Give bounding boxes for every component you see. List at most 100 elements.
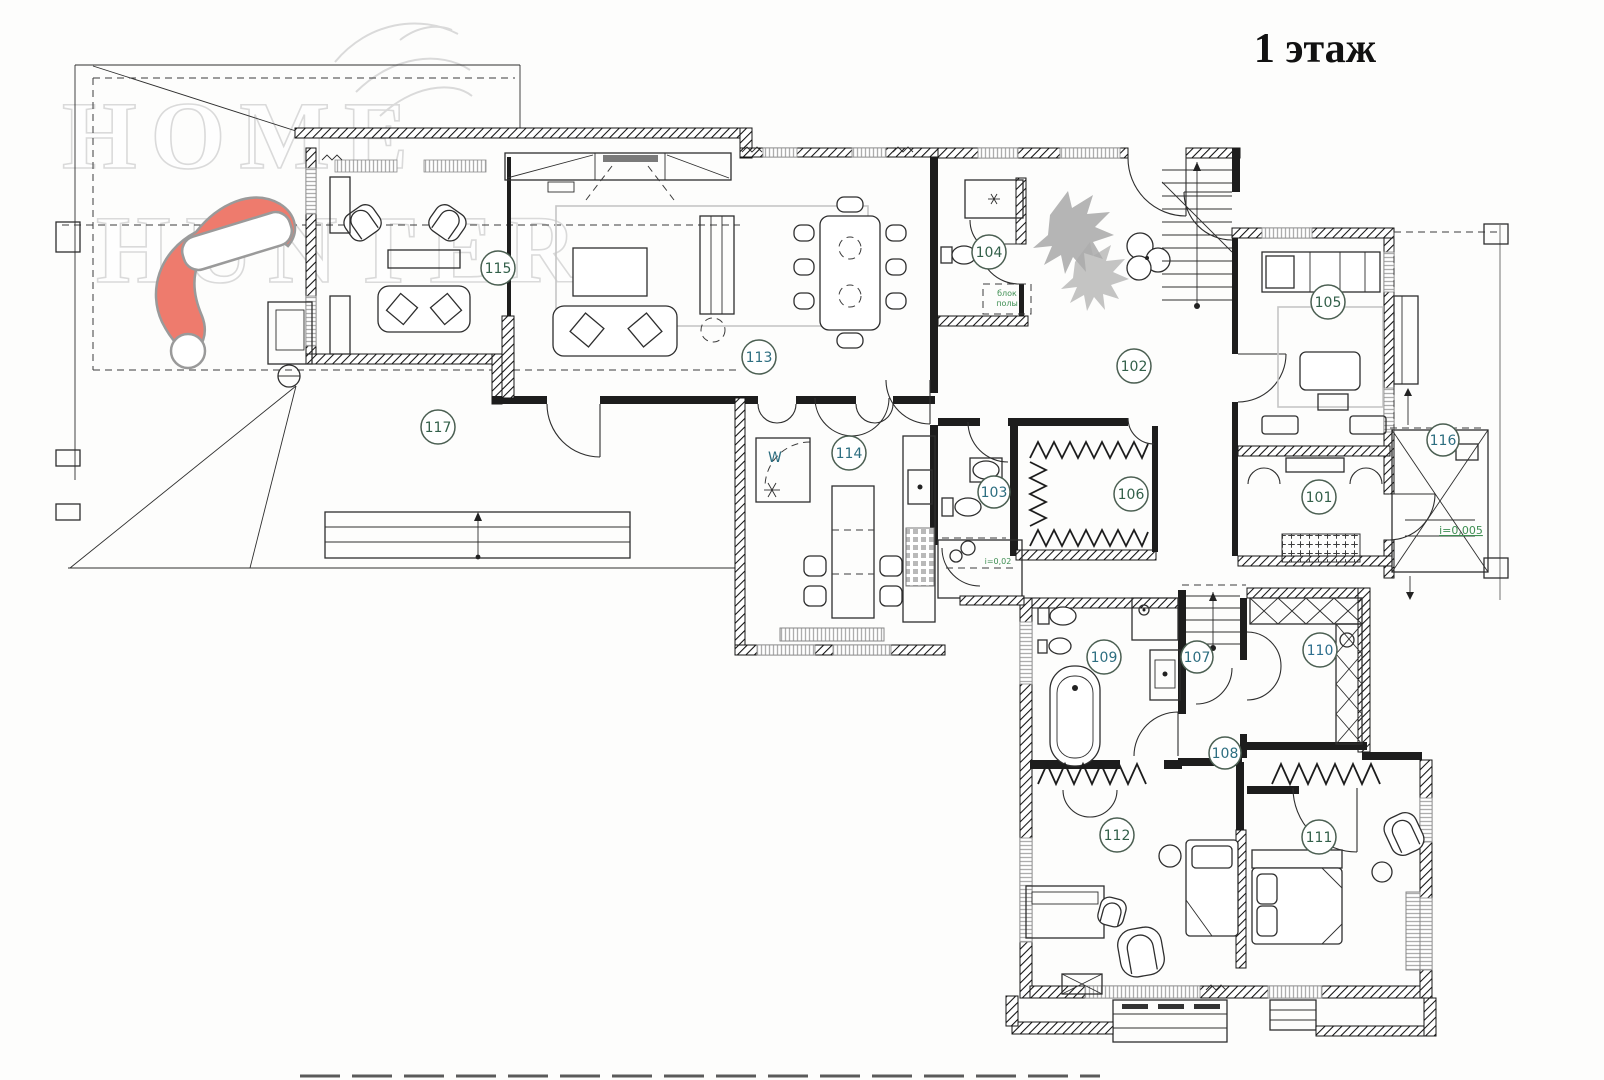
hall-102 bbox=[1033, 162, 1233, 311]
shelf bbox=[1285, 457, 1345, 473]
armchair bbox=[1383, 811, 1425, 857]
toilet bbox=[954, 497, 982, 517]
sofa bbox=[377, 285, 471, 333]
tv-bracket bbox=[603, 155, 658, 162]
wardrobe-106 bbox=[1027, 439, 1149, 549]
shelving-unit bbox=[699, 215, 735, 315]
squiggle-mark bbox=[741, 146, 763, 153]
slope-rear-label: i=0,02 bbox=[985, 557, 1012, 566]
toilet bbox=[1049, 606, 1077, 626]
wardrobe-bay bbox=[504, 152, 732, 201]
steps-arrow-icon bbox=[474, 512, 482, 521]
svg-text:112: 112 bbox=[1104, 828, 1131, 844]
room-label-114: 114 bbox=[831, 435, 867, 471]
room-label-103: 103 bbox=[977, 475, 1011, 509]
sink bbox=[1339, 632, 1355, 648]
room-label-112: 112 bbox=[1099, 817, 1135, 853]
bedroom-105-furniture bbox=[1261, 251, 1419, 435]
star-icon bbox=[988, 193, 1000, 205]
dining-set bbox=[793, 196, 907, 349]
svg-text:106: 106 bbox=[1118, 487, 1145, 503]
vanity bbox=[1149, 649, 1181, 701]
svg-text:114: 114 bbox=[836, 446, 863, 462]
room-label-110: 110 bbox=[1302, 632, 1338, 668]
entry-101-furniture bbox=[1281, 457, 1361, 563]
room-label-113: 113 bbox=[741, 339, 777, 375]
bathtub bbox=[1049, 665, 1101, 767]
shower bbox=[964, 179, 1024, 219]
armchair bbox=[1117, 926, 1165, 978]
room-label-109: 109 bbox=[1086, 639, 1122, 675]
side-table bbox=[1371, 861, 1393, 883]
stairs-arrow-icon bbox=[1193, 162, 1201, 171]
room-label-104: 104 bbox=[971, 234, 1007, 270]
dining-table bbox=[819, 215, 881, 331]
svg-text:108: 108 bbox=[1212, 746, 1239, 762]
toilet-tank bbox=[941, 497, 954, 517]
bed bbox=[1261, 251, 1381, 293]
svg-text:107: 107 bbox=[1184, 650, 1211, 666]
snowflake-icon bbox=[764, 482, 780, 498]
floor-note: блок полы bbox=[982, 283, 1032, 315]
double-bed bbox=[1251, 867, 1343, 945]
pillow bbox=[1265, 255, 1295, 289]
porch-116: i=0,005 bbox=[1390, 223, 1509, 600]
bidet bbox=[1048, 637, 1072, 655]
shelving-x bbox=[1249, 597, 1363, 745]
room-label-101: 101 bbox=[1301, 479, 1337, 515]
floor-note-line2: полы bbox=[996, 299, 1018, 308]
pouf bbox=[1158, 844, 1182, 868]
terrace-roof-lines bbox=[55, 64, 740, 569]
svg-text:117: 117 bbox=[425, 420, 452, 436]
shower bbox=[1131, 597, 1179, 641]
rear-vestibule: i=0,02 bbox=[937, 539, 1025, 606]
squiggle-mark bbox=[892, 146, 914, 153]
stairs-main bbox=[1161, 162, 1233, 309]
side-cabinet bbox=[329, 295, 351, 355]
tv-cabinet bbox=[1393, 295, 1419, 385]
counter bbox=[902, 435, 936, 623]
room-label-102: 102 bbox=[1116, 348, 1152, 384]
svg-text:116: 116 bbox=[1430, 433, 1457, 449]
room-label-107: 107 bbox=[1180, 640, 1214, 674]
svg-text:109: 109 bbox=[1091, 650, 1118, 666]
bench bbox=[1349, 415, 1387, 435]
study-112-furniture bbox=[1025, 761, 1239, 995]
sofa bbox=[552, 305, 678, 357]
desk-chair bbox=[1097, 896, 1127, 928]
bench bbox=[1261, 415, 1299, 435]
svg-text:105: 105 bbox=[1315, 295, 1342, 311]
squiggle-mark bbox=[1205, 984, 1227, 991]
washer-box bbox=[755, 437, 811, 503]
squiggle-mark bbox=[321, 154, 343, 161]
drain bbox=[960, 540, 976, 556]
page-title: 1 этаж bbox=[1254, 26, 1377, 72]
svg-text:101: 101 bbox=[1306, 490, 1333, 506]
room-label-117: 117 bbox=[420, 409, 456, 445]
canopy-post bbox=[1483, 557, 1509, 579]
stove bbox=[905, 527, 935, 587]
coffee-table bbox=[387, 249, 461, 269]
room-label-105: 105 bbox=[1310, 284, 1346, 320]
svg-text:115: 115 bbox=[485, 261, 512, 277]
bench-x bbox=[1061, 973, 1103, 995]
headboard bbox=[1251, 849, 1343, 869]
room-label-115: 115 bbox=[480, 250, 516, 286]
pillow bbox=[1191, 845, 1233, 869]
post bbox=[1455, 443, 1479, 461]
room-labels: 101 102 103 104 105 106 107 108 109 110 … bbox=[420, 234, 1460, 855]
santa-hat-pompom bbox=[169, 332, 207, 370]
doormat bbox=[1281, 533, 1361, 563]
bird-sketch-icon bbox=[334, 22, 473, 117]
bedroom-111-furniture bbox=[1251, 761, 1425, 971]
floor-cushion bbox=[1299, 351, 1361, 391]
plant-silhouette bbox=[1033, 191, 1114, 274]
stairs-arrow-icon bbox=[1209, 592, 1217, 601]
terrace-steps bbox=[324, 511, 631, 560]
terrace-column bbox=[55, 449, 81, 467]
svg-text:113: 113 bbox=[746, 350, 773, 366]
side-table bbox=[700, 317, 726, 343]
room-label-116: 116 bbox=[1426, 423, 1460, 457]
side-cabinet bbox=[329, 176, 351, 234]
